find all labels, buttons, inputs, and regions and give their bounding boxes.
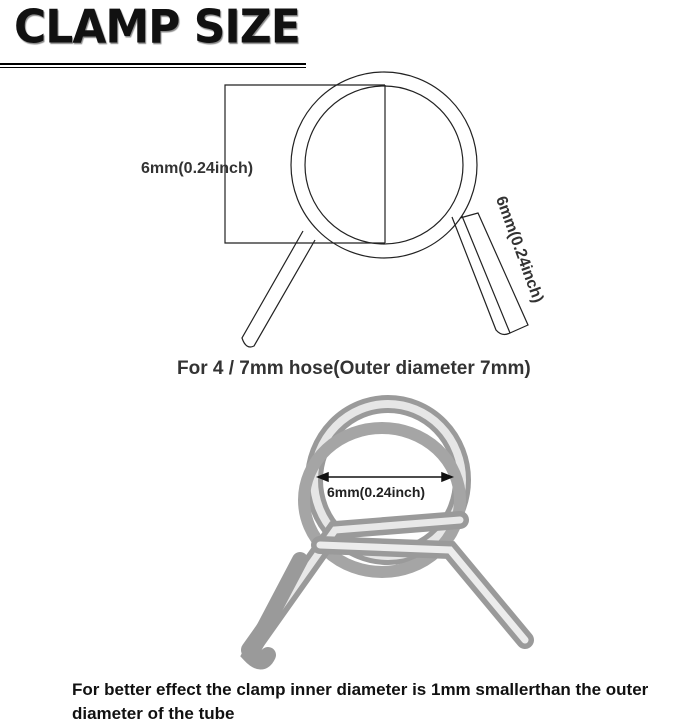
clamp-photo <box>240 395 534 670</box>
title-underline-thin <box>0 67 306 68</box>
inner-diameter-label: 6mm(0.24inch) <box>141 160 254 177</box>
page-title: CLAMP SIZE <box>14 0 301 55</box>
footer-note: For better effect the clamp inner diamet… <box>72 680 649 723</box>
photo-inner-diameter-label: 6mm(0.24inch) <box>327 484 426 500</box>
title-underline <box>0 63 306 65</box>
hose-caption: For 4 / 7mm hose(Outer diameter 7mm) <box>177 358 531 379</box>
